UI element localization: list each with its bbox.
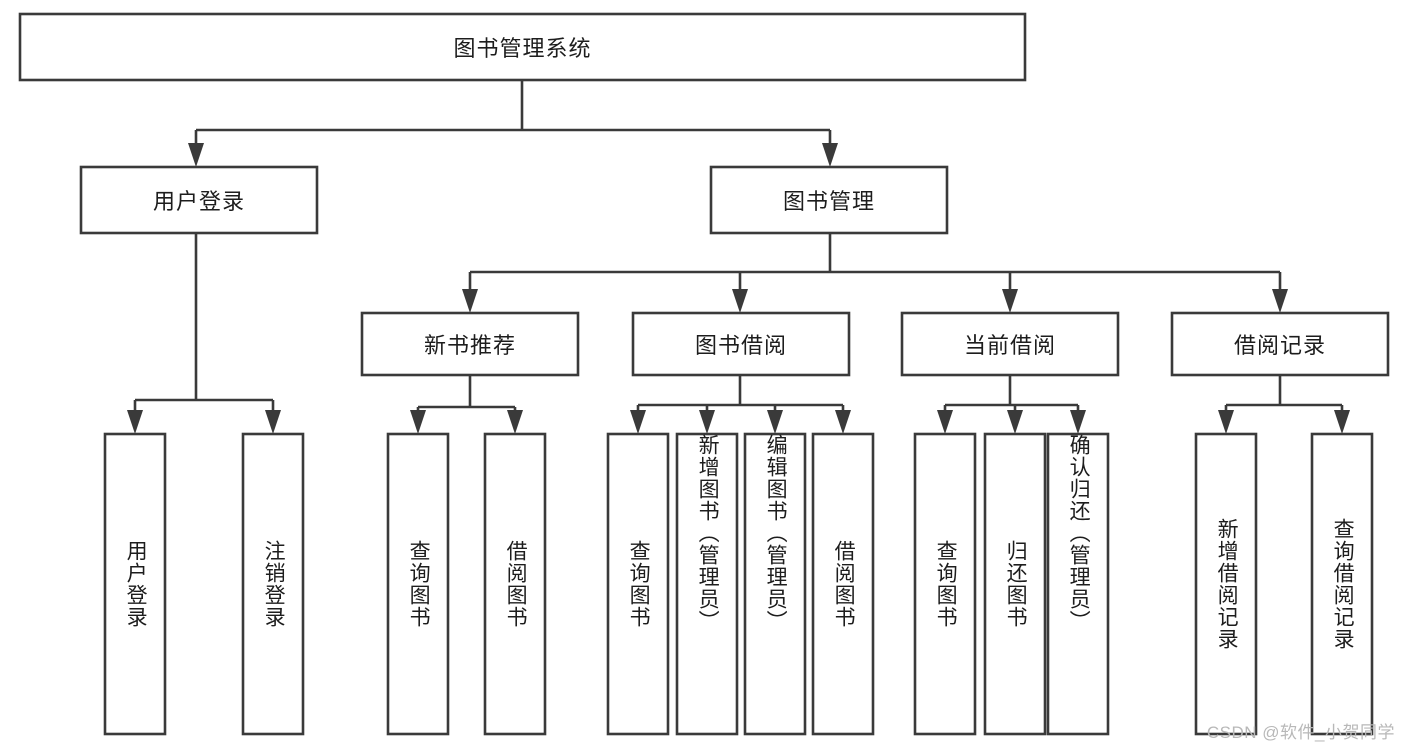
arrow-head-icon [835,410,851,434]
connector-book-manage-to-level3 [462,233,1288,313]
node-box-book-borrow[interactable] [631,311,851,377]
arrow-head-icon [630,410,646,434]
node-box-leaf-query-book-2[interactable] [606,432,670,736]
node-box-leaf-query-book-3[interactable] [913,432,977,736]
arrow-head-icon [937,410,953,434]
node-box-borrow-record[interactable] [1170,311,1390,377]
arrow-head-icon [1218,410,1234,434]
arrow-head-icon [462,289,478,313]
connector-book-borrow-to-leaves [630,375,851,434]
arrow-head-icon [1002,289,1018,313]
connector-borrow-record-to-leaves [1218,375,1350,434]
node-box-leaf-borrow-book-2[interactable] [811,432,875,736]
connector-user-login-to-leaves [127,233,281,434]
node-box-leaf-user-login[interactable] [103,432,167,736]
arrow-head-icon [767,410,783,434]
arrow-head-icon [1070,410,1086,434]
connector-new-book-recommend-to-leaves [410,375,523,434]
node-box-leaf-edit-book-admin[interactable] [743,432,807,736]
connector-root-to-level2 [188,80,838,167]
node-box-book-manage[interactable] [709,165,949,235]
node-box-current-borrow[interactable] [900,311,1120,377]
node-box-leaf-add-book-admin[interactable] [675,432,739,736]
arrow-head-icon [1334,410,1350,434]
arrow-head-icon [699,410,715,434]
node-box-leaf-confirm-return-admin[interactable] [1046,432,1110,736]
arrow-head-icon [265,410,281,434]
arrow-head-icon [822,143,838,167]
node-box-leaf-query-book-1[interactable] [386,432,450,736]
node-box-root[interactable] [18,12,1027,82]
arrow-head-icon [1272,289,1288,313]
node-box-user-login[interactable] [79,165,319,235]
node-box-leaf-return-book[interactable] [983,432,1047,736]
connector-current-borrow-to-leaves [937,375,1086,434]
arrow-head-icon [188,143,204,167]
node-box-leaf-add-borrow-record[interactable] [1194,432,1258,736]
arrow-head-icon [410,410,426,434]
node-box-leaf-query-borrow-record[interactable] [1310,432,1374,736]
arrow-head-icon [1007,410,1023,434]
node-box-leaf-logout-login[interactable] [241,432,305,736]
node-box-leaf-borrow-book-1[interactable] [483,432,547,736]
arrow-head-icon [507,410,523,434]
arrow-head-icon [127,410,143,434]
node-box-new-book-recommend[interactable] [360,311,580,377]
arrow-head-icon [732,289,748,313]
